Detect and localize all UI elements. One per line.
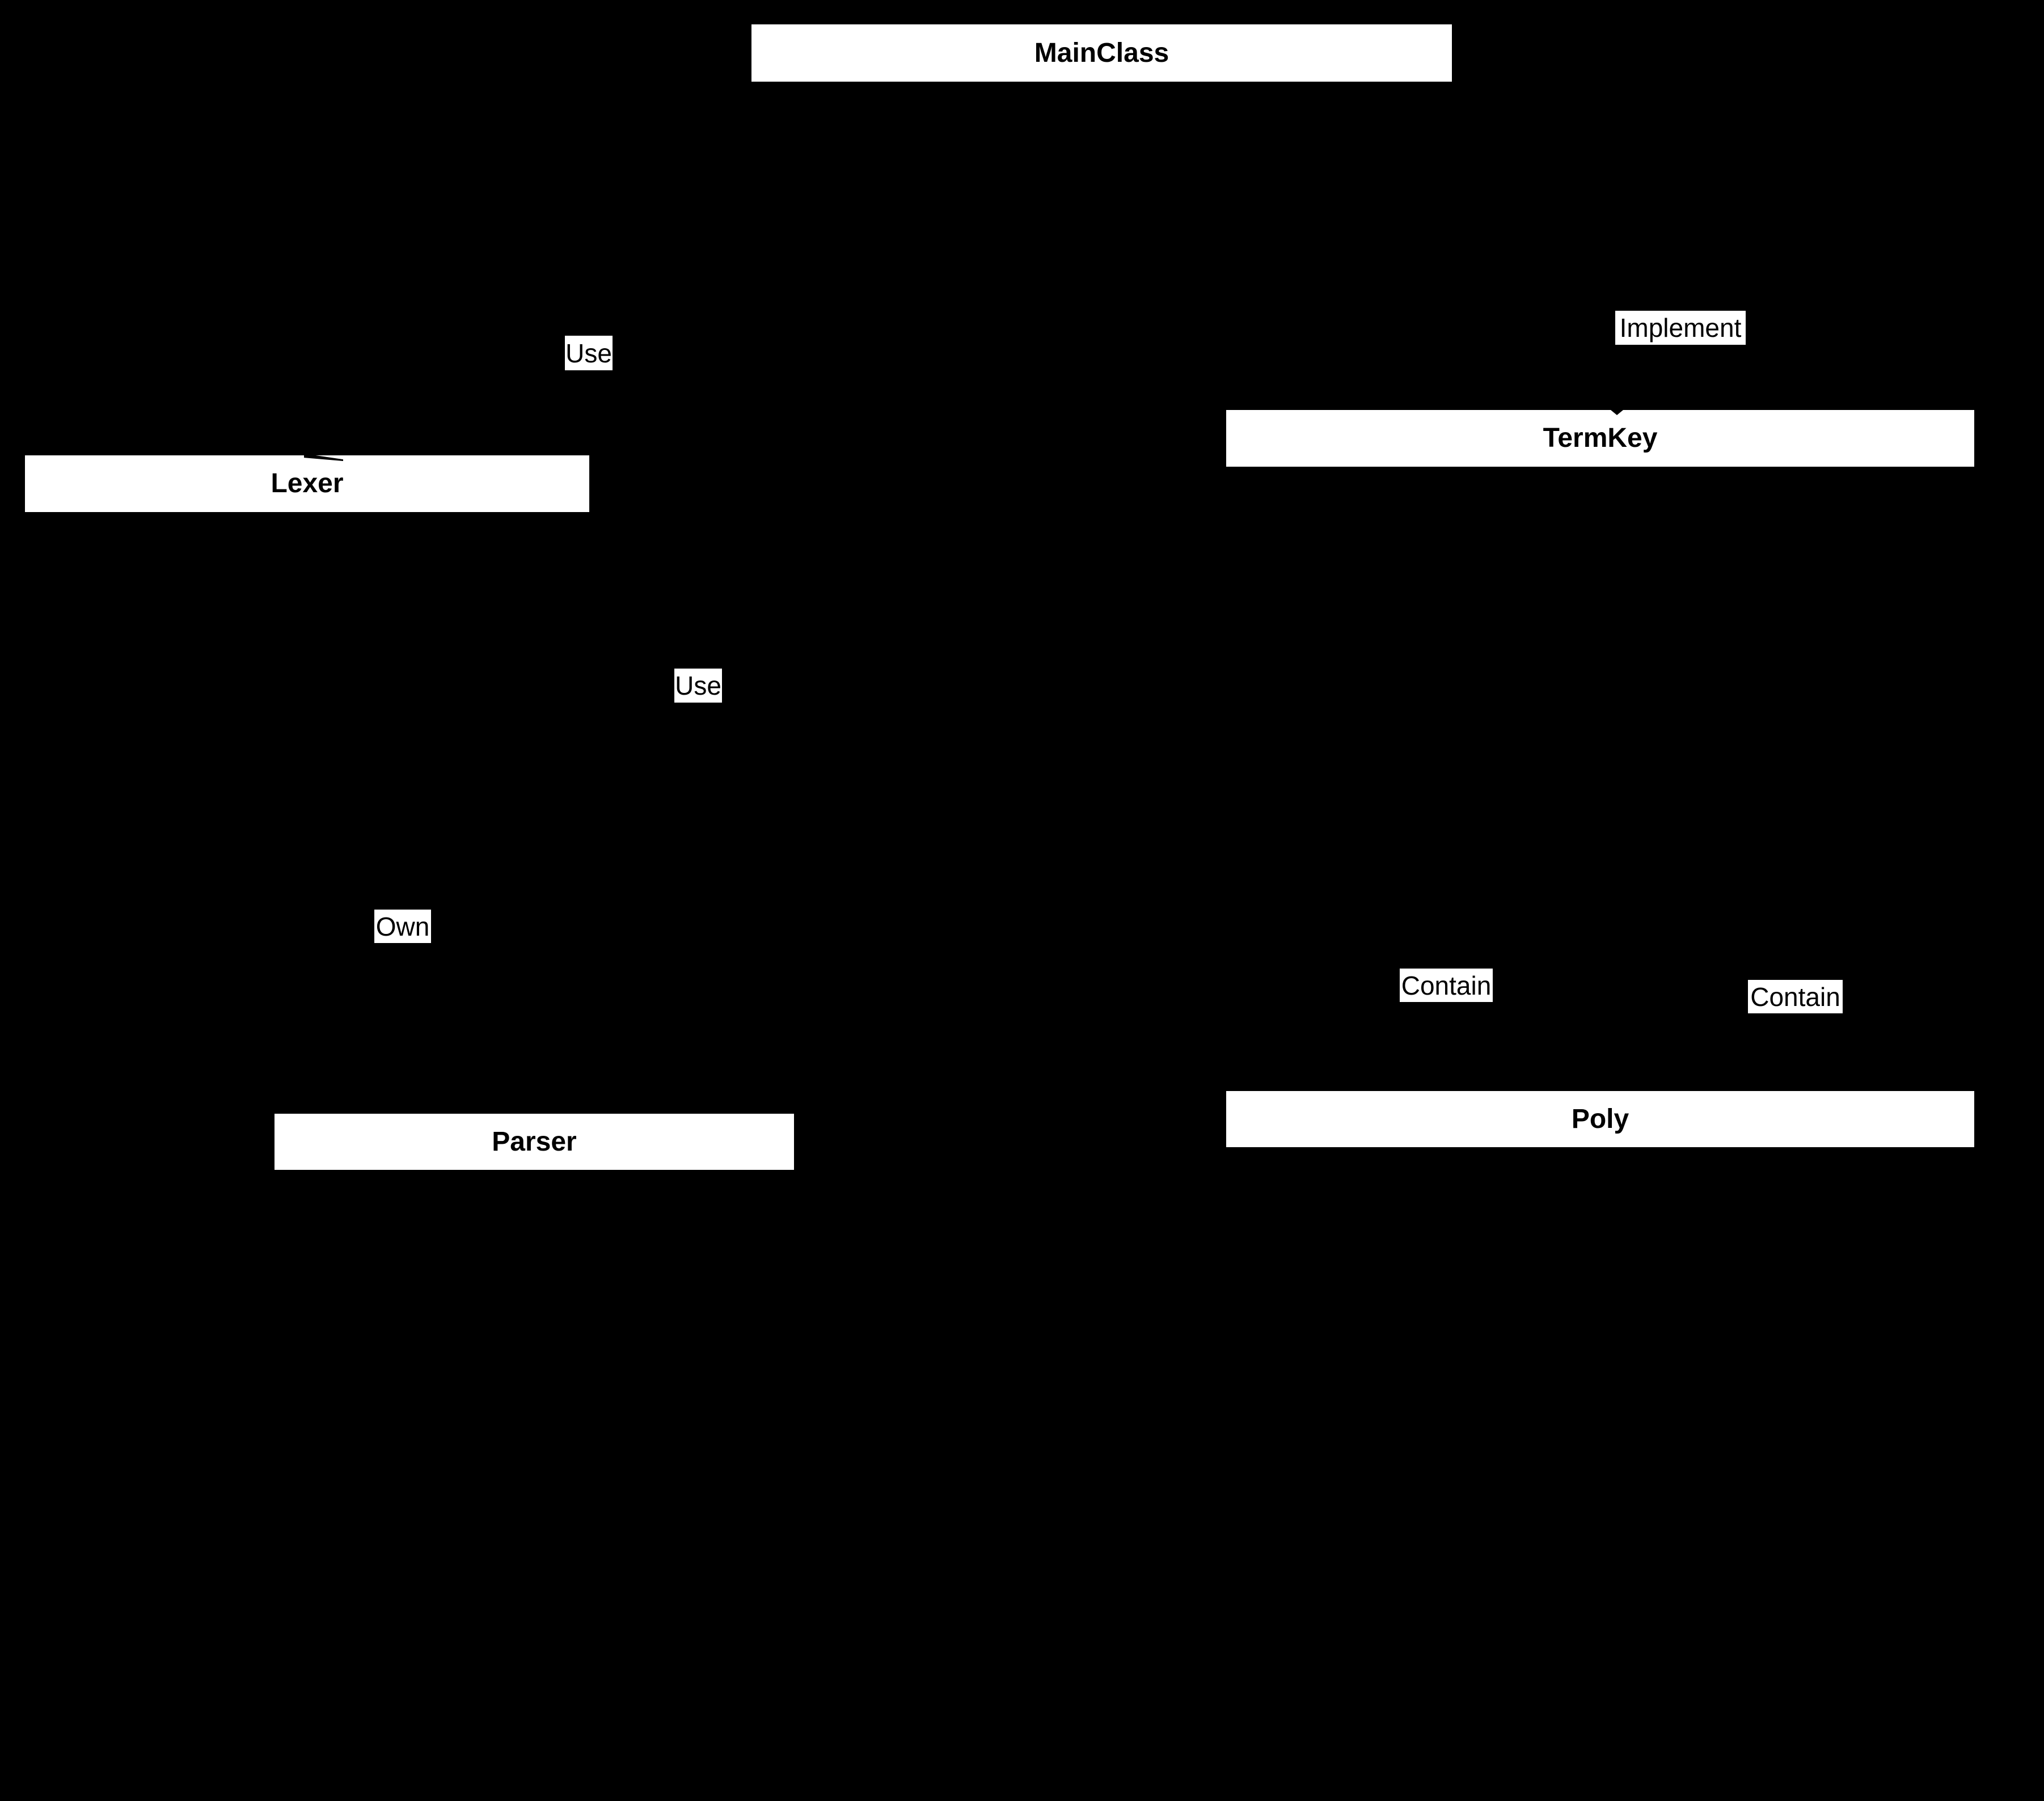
- edge-label-contain-2-text: Contain: [1750, 982, 1840, 1012]
- edge-label-implement-text: Implement: [1619, 313, 1742, 343]
- edge-label-use-1: Use: [565, 336, 613, 370]
- edge-label-implement: Implement: [1615, 311, 1746, 345]
- class-name-parser: Parser: [492, 1126, 577, 1157]
- class-box-parser: Parser: [274, 1114, 794, 1170]
- edge-label-use-2: Use: [674, 669, 722, 703]
- class-name-termkey: TermKey: [1543, 423, 1658, 453]
- edge-label-own: Own: [374, 910, 431, 943]
- class-box-lexer: Lexer: [25, 455, 589, 512]
- class-name-poly: Poly: [1571, 1104, 1629, 1134]
- edge-label-contain-2: Contain: [1748, 980, 1843, 1013]
- class-box-mainclass: MainClass: [751, 24, 1452, 82]
- class-box-termkey: TermKey: [1226, 410, 1974, 467]
- class-name-lexer: Lexer: [271, 468, 344, 498]
- class-box-poly: Poly: [1226, 1091, 1974, 1147]
- edge-label-contain-1: Contain: [1400, 969, 1493, 1002]
- edge-label-use-2-text: Use: [675, 671, 721, 700]
- edge-label-contain-1-text: Contain: [1401, 970, 1492, 1000]
- class-name-mainclass: MainClass: [1034, 37, 1169, 68]
- edge-label-own-text: Own: [375, 911, 430, 941]
- implement-arrowhead-icon: [1611, 410, 1623, 415]
- edge-label-use-1-text: Use: [565, 338, 612, 368]
